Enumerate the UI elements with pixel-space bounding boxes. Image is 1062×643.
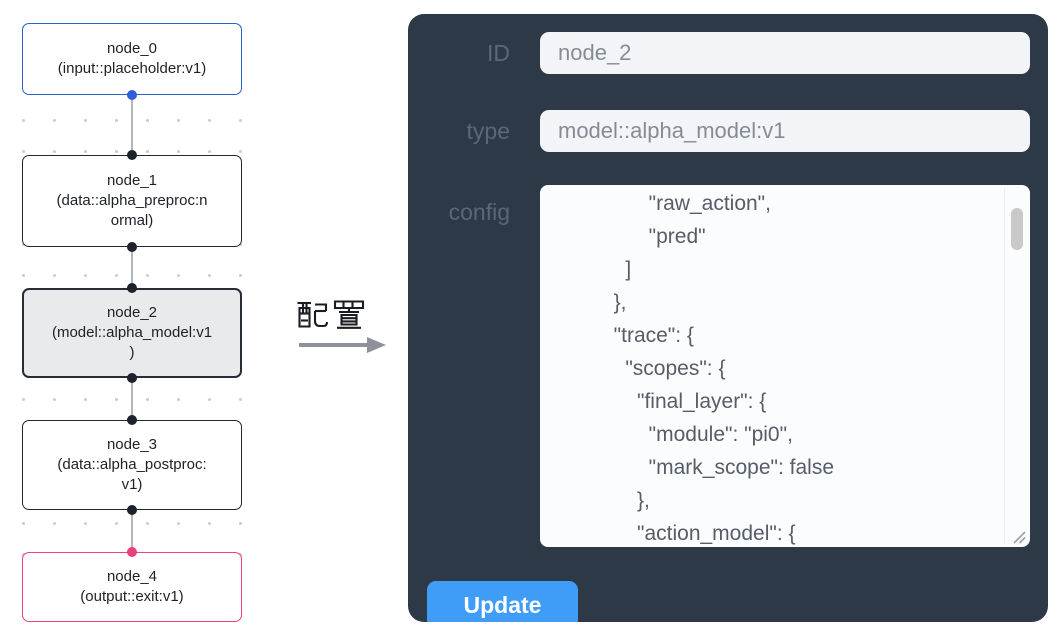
node-title: node_1	[106, 172, 158, 189]
flow-node-node_3[interactable]: node_3 (data::alpha_postproc: v1)	[22, 420, 242, 510]
port-out-node_1[interactable]	[127, 242, 137, 252]
scrollbar-track[interactable]	[1004, 188, 1028, 544]
edge-node1-node2	[131, 247, 133, 289]
port-out-node_0[interactable]	[127, 90, 137, 100]
flow-node-node_1[interactable]: node_1 (data::alpha_preproc:n ormal)	[22, 155, 242, 247]
node-subtitle: (data::alpha_preproc:n	[56, 192, 208, 209]
node-title: node_4	[106, 568, 158, 585]
node-subtitle: v1)	[121, 476, 143, 493]
id-label: ID	[487, 40, 510, 66]
port-in-node_2[interactable]	[127, 283, 137, 293]
port-in-node_1[interactable]	[127, 150, 137, 160]
right-arrow-icon	[299, 337, 386, 353]
edge-node0-node1	[131, 95, 133, 156]
config-json-text: "raw_action", "pred" ] }, "trace": { "sc…	[613, 192, 834, 545]
flow-node-node_4[interactable]: node_4 (output::exit:v1)	[22, 552, 242, 622]
edge-node2-node3	[131, 378, 133, 421]
scrollbar-thumb[interactable]	[1011, 208, 1023, 250]
edge-node3-node4	[131, 510, 133, 553]
flow-node-node_0[interactable]: node_0 (input::placeholder:v1)	[22, 23, 242, 95]
node-subtitle: (input::placeholder:v1)	[57, 60, 207, 77]
flow-node-node_2[interactable]: node_2 (model::alpha_model:v1 )	[22, 288, 242, 378]
port-in-node_3[interactable]	[127, 415, 137, 425]
resize-handle-icon[interactable]	[1011, 529, 1026, 544]
config-label: config	[448, 199, 510, 225]
port-out-node_2[interactable]	[127, 373, 137, 383]
node-subtitle: (model::alpha_model:v1	[51, 324, 213, 341]
node-subtitle: (data::alpha_postproc:	[57, 456, 207, 473]
update-button[interactable]: Update	[427, 581, 578, 622]
node-title: node_0	[106, 40, 158, 57]
port-out-node_3[interactable]	[127, 505, 137, 515]
node-title: node_2	[106, 304, 158, 321]
node-title: node_3	[106, 436, 158, 453]
peizhi-label-glyph: 配置	[297, 300, 365, 329]
config-textarea[interactable]: "raw_action", "pred" ] }, "trace": { "sc…	[540, 185, 1030, 547]
node-subtitle: )	[129, 344, 135, 361]
peizhi-annotation: 配置	[296, 298, 391, 356]
type-label: type	[466, 118, 510, 144]
id-input[interactable]	[540, 32, 1030, 74]
node-subtitle: ormal)	[110, 212, 154, 229]
type-input[interactable]	[540, 110, 1030, 152]
config-panel: ID type config "raw_action", "pred" ] },…	[408, 14, 1048, 622]
node-subtitle: (output::exit:v1)	[80, 588, 184, 605]
port-in-node_4[interactable]	[127, 547, 137, 557]
